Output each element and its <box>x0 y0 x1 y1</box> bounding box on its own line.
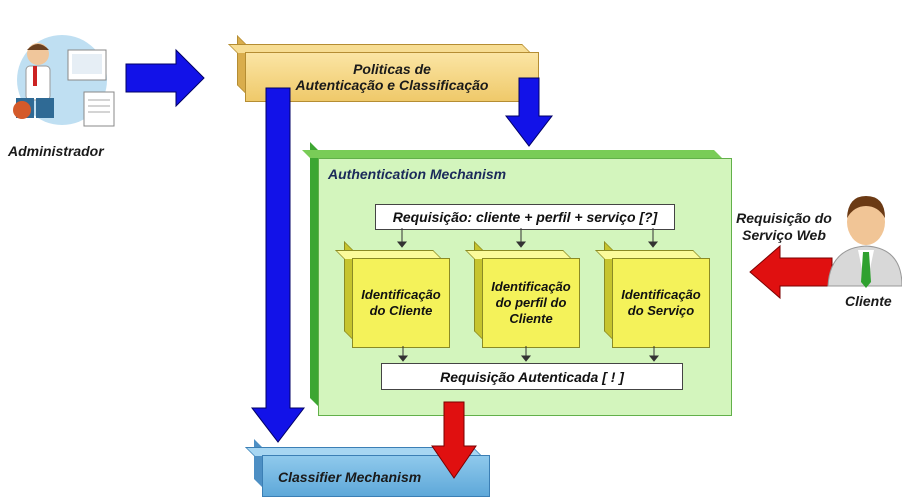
administrator-figure <box>13 35 115 127</box>
policies-box: Politicas de Autenticação e Classificaçã… <box>245 52 539 102</box>
auth-to-classifier-arrow <box>431 401 477 479</box>
policies-line1: Politicas de <box>353 61 431 77</box>
policies-line2: Autenticação e Classificação <box>295 77 489 93</box>
classifier-title: Classifier Mechanism <box>278 469 422 485</box>
id-service-box: Identificação do Serviço <box>612 258 710 348</box>
request-box: Requisição: cliente + perfil + serviço [… <box>375 204 675 230</box>
id-client-box: Identificação do Cliente <box>352 258 450 348</box>
auth-title: Authentication Mechanism <box>328 166 507 182</box>
id-profile-box: Identificação do perfil do Cliente <box>482 258 580 348</box>
connector-arrows <box>396 228 660 362</box>
administrator-label: Administrador <box>8 143 104 159</box>
client-figure <box>827 196 902 288</box>
authenticated-request-box: Requisição Autenticada [ ! ] <box>381 363 683 390</box>
client-label: Cliente <box>845 293 892 309</box>
client-to-auth-arrow <box>749 244 833 300</box>
policies-to-classifier-arrow <box>250 87 306 443</box>
client-request-line2: Serviço Web <box>742 227 826 243</box>
admin-to-policies-arrow <box>125 48 205 108</box>
policies-to-auth-arrow <box>504 77 554 147</box>
client-request-line1: Requisição do <box>736 210 832 226</box>
